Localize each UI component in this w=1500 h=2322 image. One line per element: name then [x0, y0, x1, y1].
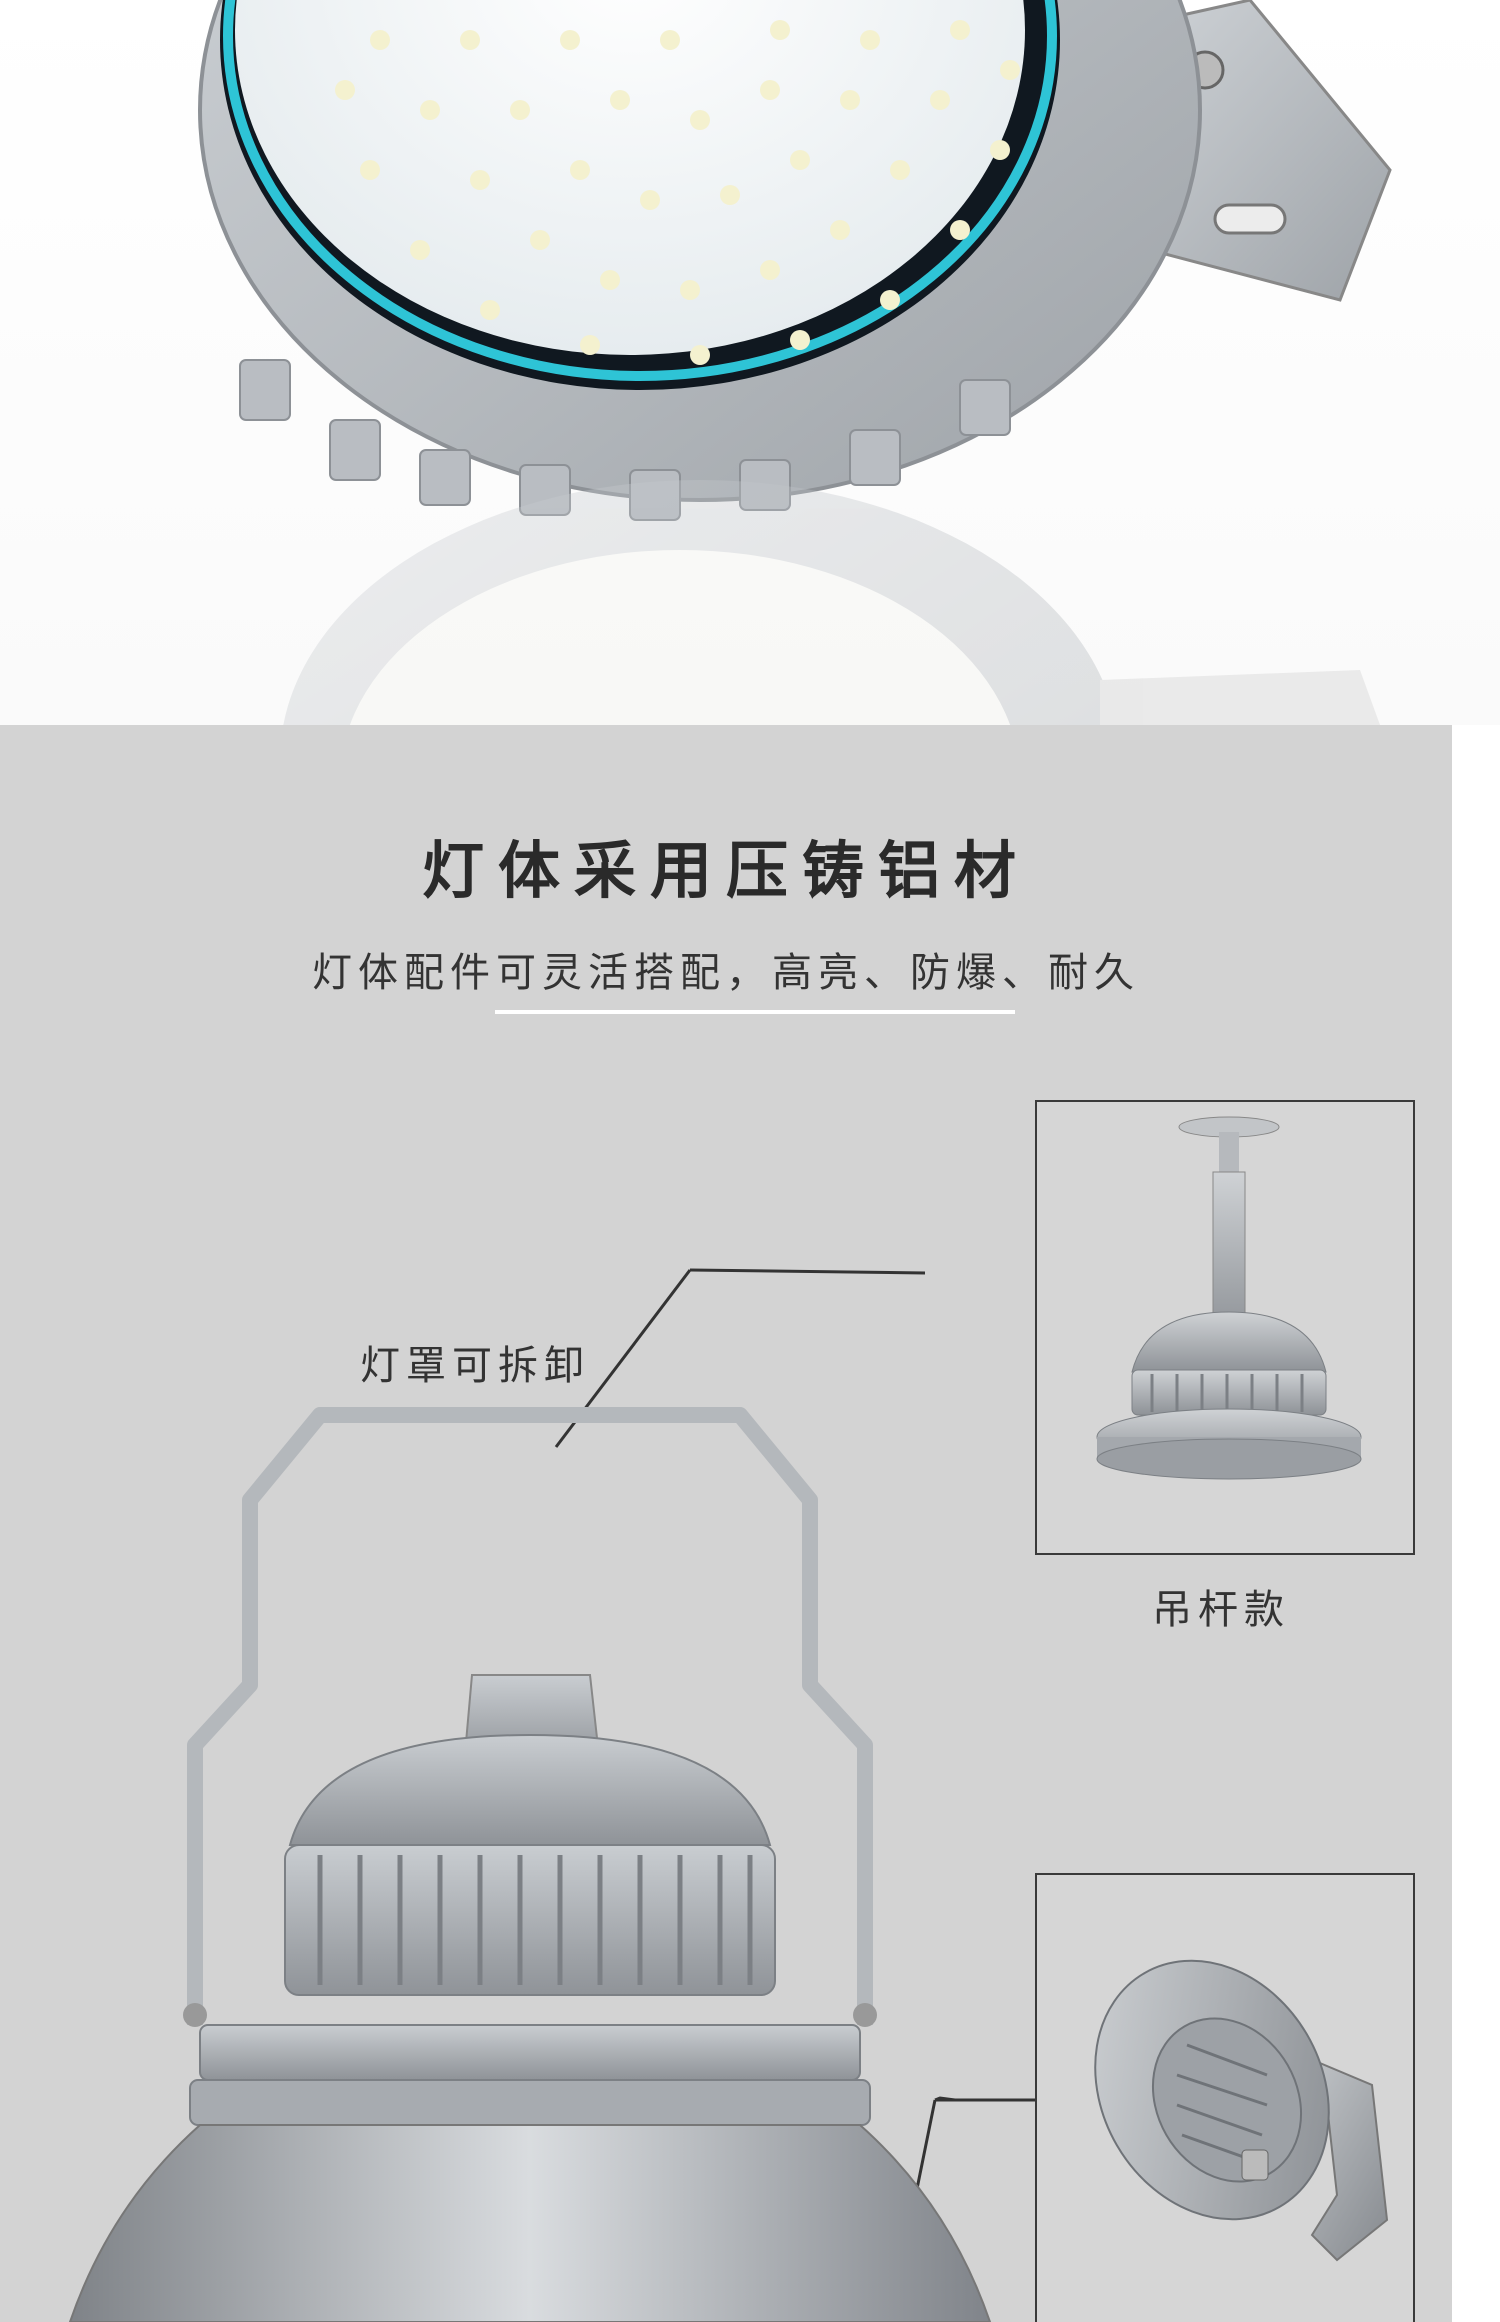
callout-line-pendant [689, 1268, 926, 1275]
feature-panel: 灯体采用压铸铝材 灯体配件可灵活搭配，高亮、防爆、耐久 [0, 725, 1452, 2322]
bracket-lamp-image [1094, 1959, 1389, 2262]
heading-underline [495, 1010, 1015, 1014]
variant-label-pendant: 吊杆款 [1152, 1587, 1290, 1633]
hero-product-photo [0, 0, 1500, 725]
bracket-variant-frame [1035, 1873, 1415, 2322]
led-floodlight-image [198, 0, 1392, 725]
pendant-variant-frame [1035, 1100, 1415, 1555]
high-bay-lamp-image [68, 1268, 1035, 2322]
callout-label-removable-cover: 灯罩可拆卸 [360, 1343, 590, 1389]
pendant-lamp-image [1096, 1116, 1362, 1480]
page-margin [1452, 725, 1500, 2322]
section-heading: 灯体采用压铸铝材 [421, 834, 1030, 907]
section-subheading: 灯体配件可灵活搭配，高亮、防爆、耐久 [312, 950, 1140, 996]
